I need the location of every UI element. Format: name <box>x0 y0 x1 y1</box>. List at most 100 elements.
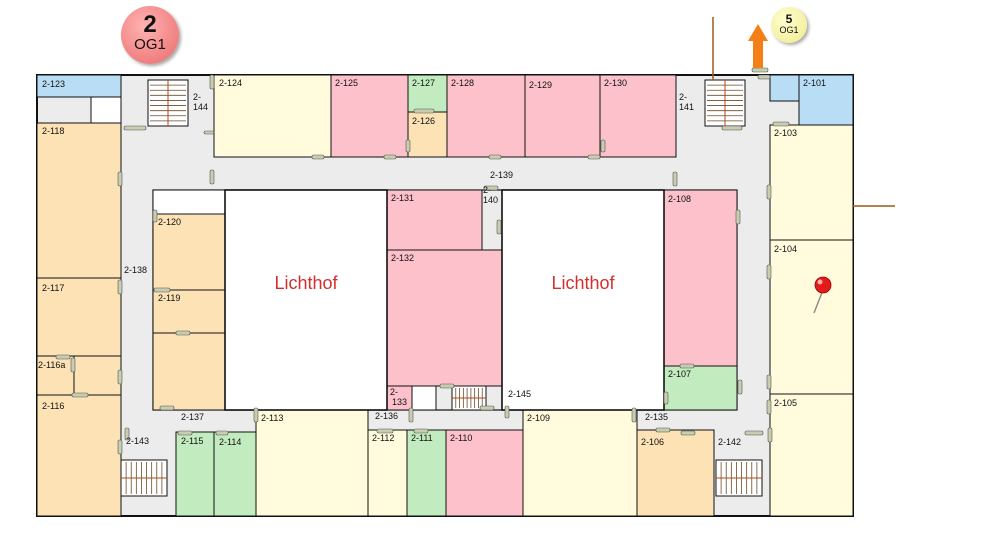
door <box>735 209 741 225</box>
floor-up-level: OG1 <box>779 25 799 35</box>
door <box>413 428 429 434</box>
corridor-label-2-138: 2-138 <box>124 265 147 275</box>
door <box>203 130 215 135</box>
room-label-2-125: 2-125 <box>335 78 358 88</box>
room-label-2-129: 2-129 <box>529 80 552 90</box>
door <box>655 427 671 433</box>
room-2-128[interactable] <box>446 74 526 158</box>
room-2-116[interactable] <box>36 394 122 517</box>
room-label-2-116: 2-116 <box>42 401 64 411</box>
room-2-120[interactable] <box>152 213 226 291</box>
courtyard-label: Lichthof <box>274 273 338 293</box>
partition <box>152 189 226 215</box>
room-label-2-114: 2-114 <box>219 437 241 447</box>
room-label-2-120: 2-120 <box>158 217 181 227</box>
room-2-116a[interactable] <box>36 355 122 396</box>
door <box>766 184 772 200</box>
door <box>721 125 743 131</box>
corridor-label-2-140: 2-140 <box>483 185 498 205</box>
map-pin-icon[interactable] <box>813 276 832 314</box>
room-label-2-111: 2-111 <box>411 433 433 443</box>
floor-badge[interactable]: 2 OG1 <box>121 6 179 64</box>
corridor-label-2-142: 2-142 <box>718 437 741 447</box>
floor-up-badge[interactable]: 5 OG1 <box>771 7 807 43</box>
door <box>70 357 76 373</box>
room-label-2-130: 2-130 <box>604 78 627 88</box>
room-2-106[interactable] <box>636 429 715 517</box>
door <box>215 430 229 436</box>
door <box>587 154 601 160</box>
room-label-part: 133 <box>392 397 407 407</box>
room-2-119[interactable] <box>152 289 226 334</box>
door <box>123 125 147 131</box>
room-2-117[interactable] <box>36 277 122 357</box>
room-label-2-105: 2-105 <box>774 398 797 408</box>
door <box>672 171 678 187</box>
room-2-113[interactable] <box>255 409 369 517</box>
door <box>71 392 89 398</box>
door <box>117 279 123 295</box>
door <box>311 154 325 160</box>
room-label-2-123: 2-123 <box>42 79 65 89</box>
room-label-2-132: 2-132 <box>391 253 414 263</box>
room-2-129[interactable] <box>524 74 601 158</box>
door <box>663 391 669 405</box>
staircase <box>704 79 746 127</box>
door <box>757 74 771 80</box>
door <box>600 139 606 153</box>
door <box>496 219 502 235</box>
room-2-123[interactable] <box>36 74 122 98</box>
corridor-label-part: 141 <box>679 102 694 112</box>
courtyard-label: Lichthof <box>551 273 615 293</box>
room-2-132[interactable] <box>386 249 503 387</box>
door <box>767 427 773 443</box>
room-2-126[interactable] <box>407 111 448 158</box>
door <box>488 154 502 160</box>
room-2-108[interactable] <box>663 189 738 367</box>
corridor-label-2-139: 2-139 <box>490 170 513 180</box>
corridor-label-2-137: 2-137 <box>181 412 204 422</box>
room-label-2-108: 2-108 <box>668 194 691 204</box>
door <box>679 363 695 369</box>
door <box>479 405 495 411</box>
map-pin-needle <box>813 289 824 314</box>
stairs-layer <box>120 79 763 497</box>
room-2-104[interactable] <box>769 239 854 395</box>
room-2-111[interactable] <box>406 429 447 517</box>
room-label-2-119: 2-119 <box>158 293 180 303</box>
map-pin-head <box>814 276 832 294</box>
room-2-124[interactable] <box>213 74 332 158</box>
corridor-label-2-144: 2-144 <box>193 92 208 112</box>
door <box>153 287 171 293</box>
room-2-130[interactable] <box>599 74 677 158</box>
room-2-115[interactable] <box>175 431 215 517</box>
room-2-105[interactable] <box>769 393 854 517</box>
room-2-103[interactable] <box>769 124 854 241</box>
door <box>772 121 790 127</box>
up-arrow-icon[interactable] <box>748 24 768 68</box>
room-2-125[interactable] <box>330 74 409 158</box>
room-2-107[interactable] <box>663 365 738 411</box>
room-2-131[interactable] <box>386 189 483 251</box>
room-label-2-128: 2-128 <box>451 78 474 88</box>
room-2-114[interactable] <box>213 431 257 517</box>
door <box>766 374 772 390</box>
corridor-label-part: 2- <box>193 92 201 102</box>
room-label-2-110: 2-110 <box>450 433 472 443</box>
room-2-109[interactable] <box>522 409 638 517</box>
door <box>209 169 215 185</box>
door <box>737 379 743 395</box>
room-label-2-117: 2-117 <box>42 283 64 293</box>
door <box>383 154 397 160</box>
partition <box>411 385 437 411</box>
staircase <box>715 459 763 497</box>
room-2-110[interactable] <box>445 429 524 517</box>
corridor-label-part: 2- <box>679 92 687 102</box>
room-label-2-127: 2-127 <box>412 78 435 88</box>
floor-up-number: 5 <box>785 12 793 26</box>
room-2-118[interactable] <box>36 122 122 279</box>
room-label-2-115: 2-115 <box>181 436 203 446</box>
partition <box>90 96 122 124</box>
staircase <box>147 79 189 127</box>
